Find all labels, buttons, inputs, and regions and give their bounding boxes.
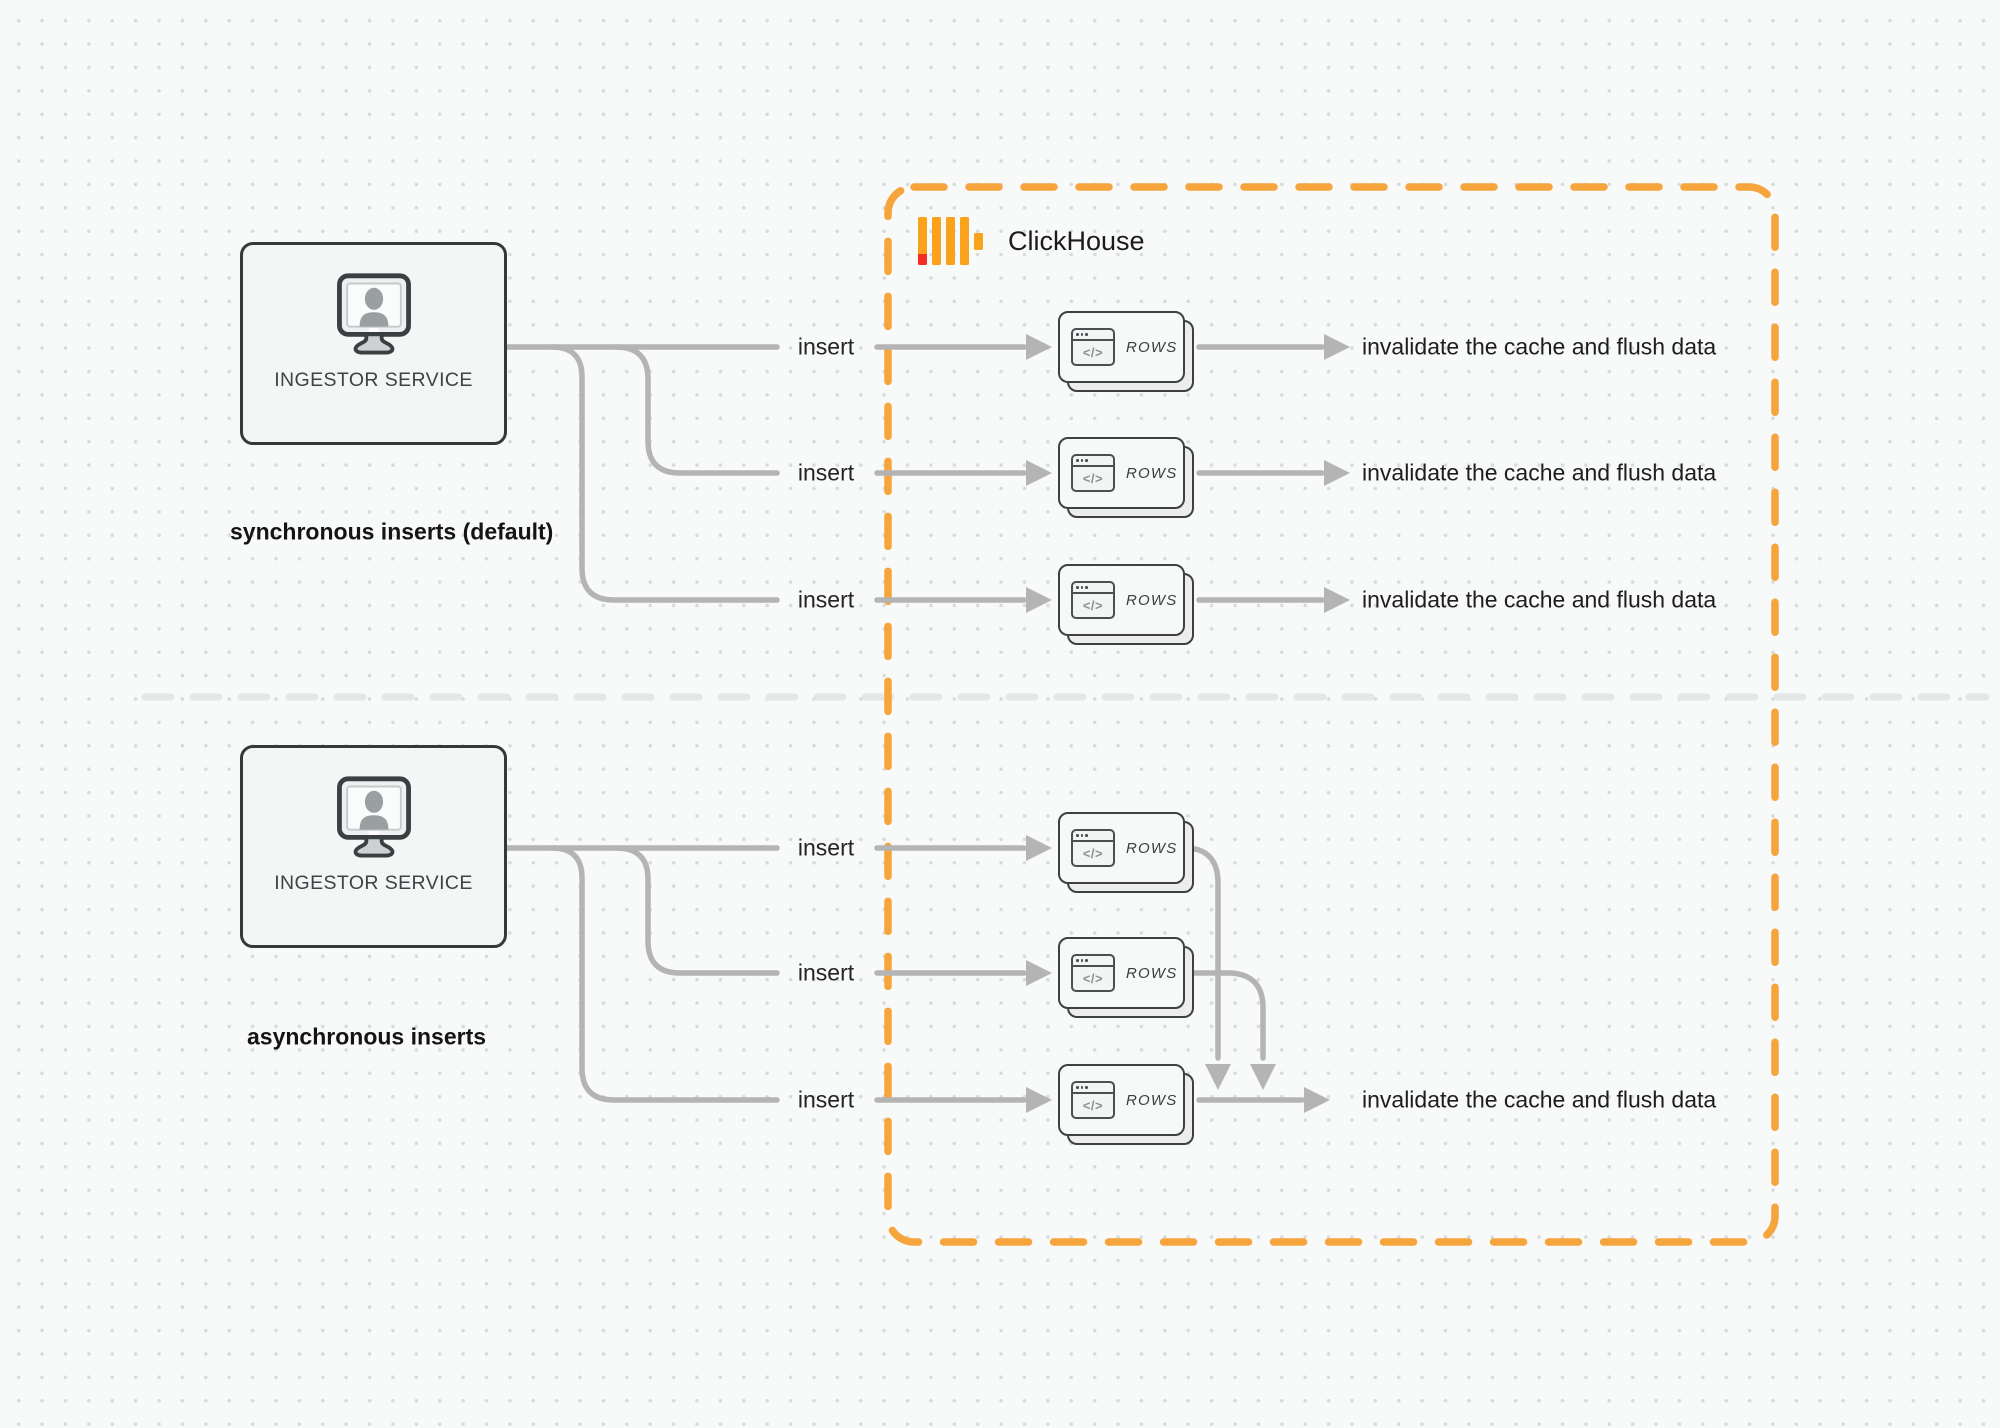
logo-bar bbox=[974, 232, 983, 250]
arrowhead-icon bbox=[1026, 587, 1052, 613]
rows-node: </> ROWS bbox=[1058, 812, 1195, 894]
user-monitor-icon bbox=[336, 273, 411, 355]
arrowhead-icon bbox=[1324, 460, 1350, 486]
async-section-caption: asynchronous inserts bbox=[247, 1023, 487, 1050]
code-window-icon: </> bbox=[1071, 1081, 1115, 1119]
clickhouse-boundary-box bbox=[884, 183, 1779, 1246]
logo-bar bbox=[932, 217, 941, 265]
rows-node-card: </> ROWS bbox=[1058, 937, 1185, 1009]
arrowhead-icon bbox=[1324, 334, 1350, 360]
ingestor-service-label: INGESTOR SERVICE bbox=[274, 369, 473, 392]
rows-label: ROWS bbox=[1126, 964, 1178, 982]
rows-label: ROWS bbox=[1126, 464, 1178, 482]
code-window-icon: </> bbox=[1071, 954, 1115, 992]
insert-label: insert bbox=[797, 959, 855, 986]
rows-node: </> ROWS bbox=[1058, 437, 1195, 519]
insert-label: insert bbox=[797, 586, 855, 613]
arrowhead-icon bbox=[1026, 1087, 1052, 1113]
rows-node-card: </> ROWS bbox=[1058, 564, 1185, 636]
arrowhead-icon bbox=[1324, 587, 1350, 613]
logo-bar bbox=[918, 217, 927, 265]
rows-node: </> ROWS bbox=[1058, 1064, 1195, 1146]
ingestor-node-async: INGESTOR SERVICE bbox=[240, 745, 507, 948]
rows-node-card: </> ROWS bbox=[1058, 437, 1185, 509]
async-branch-row2 bbox=[613, 845, 780, 976]
code-window-icon: </> bbox=[1071, 454, 1115, 492]
rows-node-card: </> ROWS bbox=[1058, 1064, 1185, 1136]
ingestor-service-label: INGESTOR SERVICE bbox=[274, 872, 473, 895]
user-monitor-icon bbox=[336, 776, 411, 858]
clickhouse-logo-icon bbox=[918, 217, 983, 265]
rows-node-card: </> ROWS bbox=[1058, 812, 1185, 884]
arrowhead-icon bbox=[1026, 334, 1052, 360]
arrowhead-down-icon bbox=[1205, 1064, 1231, 1090]
rows-node: </> ROWS bbox=[1058, 564, 1195, 646]
code-window-icon: </> bbox=[1071, 829, 1115, 867]
invalidate-label: invalidate the cache and flush data bbox=[1362, 1086, 1717, 1113]
async-branch-row3 bbox=[549, 845, 780, 1103]
rows-node: </> ROWS bbox=[1058, 311, 1195, 393]
insert-label: insert bbox=[797, 834, 855, 861]
insert-label: insert bbox=[797, 1086, 855, 1113]
arrowhead-icon bbox=[1026, 835, 1052, 861]
invalidate-label: invalidate the cache and flush data bbox=[1362, 333, 1717, 360]
clickhouse-logo: ClickHouse bbox=[918, 217, 1145, 265]
logo-bar bbox=[946, 217, 955, 265]
insert-label: insert bbox=[797, 459, 855, 486]
sync-section-caption: synchronous inserts (default) bbox=[230, 518, 554, 545]
sync-branch-row3 bbox=[549, 344, 780, 603]
logo-bar bbox=[960, 217, 969, 265]
arrowhead-icon bbox=[1026, 460, 1052, 486]
sync-wires bbox=[504, 344, 1325, 603]
sync-branch-row2 bbox=[613, 344, 780, 476]
rows-node-card: </> ROWS bbox=[1058, 311, 1185, 383]
rows-label: ROWS bbox=[1126, 1091, 1178, 1109]
rows-node: </> ROWS bbox=[1058, 937, 1195, 1019]
rows-label: ROWS bbox=[1126, 839, 1178, 857]
arrowhead-down-icon bbox=[1250, 1064, 1276, 1090]
clickhouse-label: ClickHouse bbox=[1008, 225, 1145, 256]
async-merge-wire-2 bbox=[1185, 970, 1266, 1061]
ingestor-node-sync: INGESTOR SERVICE bbox=[240, 242, 507, 445]
rows-label: ROWS bbox=[1126, 591, 1178, 609]
async-wires bbox=[504, 845, 1305, 1103]
insert-label: insert bbox=[797, 333, 855, 360]
rows-label: ROWS bbox=[1126, 338, 1178, 356]
invalidate-label: invalidate the cache and flush data bbox=[1362, 586, 1717, 613]
invalidate-label: invalidate the cache and flush data bbox=[1362, 459, 1717, 486]
arrowhead-icon bbox=[1304, 1087, 1330, 1113]
code-window-icon: </> bbox=[1071, 581, 1115, 619]
arrowhead-icon bbox=[1026, 960, 1052, 986]
arrowheads bbox=[1026, 334, 1350, 1113]
code-window-icon: </> bbox=[1071, 328, 1115, 366]
